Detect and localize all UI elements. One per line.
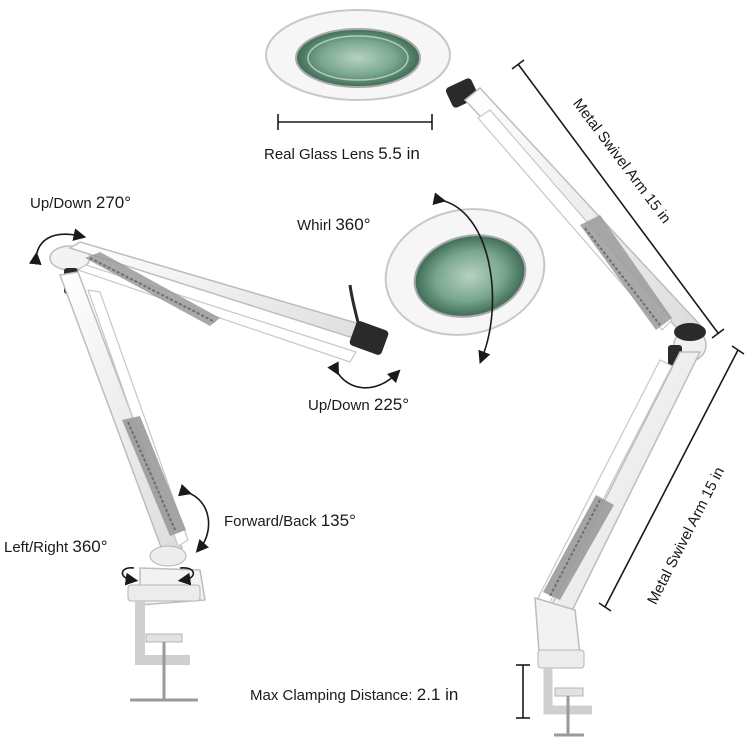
- updown-225-value: 225°: [373, 395, 410, 414]
- lens-size-value: 5.5 in: [378, 144, 420, 163]
- whirl-360-value: 360°: [335, 215, 371, 234]
- forward-back-135-label: Forward/Back 135°: [224, 512, 356, 529]
- updown-225-label: Up/Down 225°: [308, 396, 409, 413]
- whirl-360-text: Whirl: [297, 217, 332, 234]
- updown-270-label: Up/Down 270°: [30, 194, 131, 211]
- updown-270-text: Up/Down: [30, 195, 92, 212]
- top-lamp-head: [265, 9, 451, 101]
- whirl-360-label: Whirl 360°: [297, 216, 371, 233]
- lens-size-label: Real Glass Lens 5.5 in: [264, 145, 420, 162]
- forward-back-135-value: 135°: [320, 511, 356, 530]
- updown-270-value: 270°: [95, 193, 132, 212]
- right-lamp-arm: [445, 78, 707, 737]
- left-right-360-text: Left/Right: [4, 539, 69, 556]
- middle-lamp-head: [384, 208, 546, 336]
- clamp-distance-value: 2.1 in: [416, 685, 459, 704]
- forward-back-135-text: Forward/Back: [224, 513, 317, 530]
- left-lamp-arm: [49, 241, 389, 702]
- left-right-360-value: 360°: [72, 537, 108, 556]
- lens-size-text: Real Glass Lens: [264, 146, 375, 163]
- annotation-graphics: [28, 59, 745, 719]
- updown-225-text: Up/Down: [308, 397, 370, 414]
- clamp-distance-label: Max Clamping Distance: 2.1 in: [250, 686, 458, 703]
- left-right-360-label: Left/Right 360°: [4, 538, 108, 555]
- clamp-distance-text: Max Clamping Distance:: [250, 687, 413, 704]
